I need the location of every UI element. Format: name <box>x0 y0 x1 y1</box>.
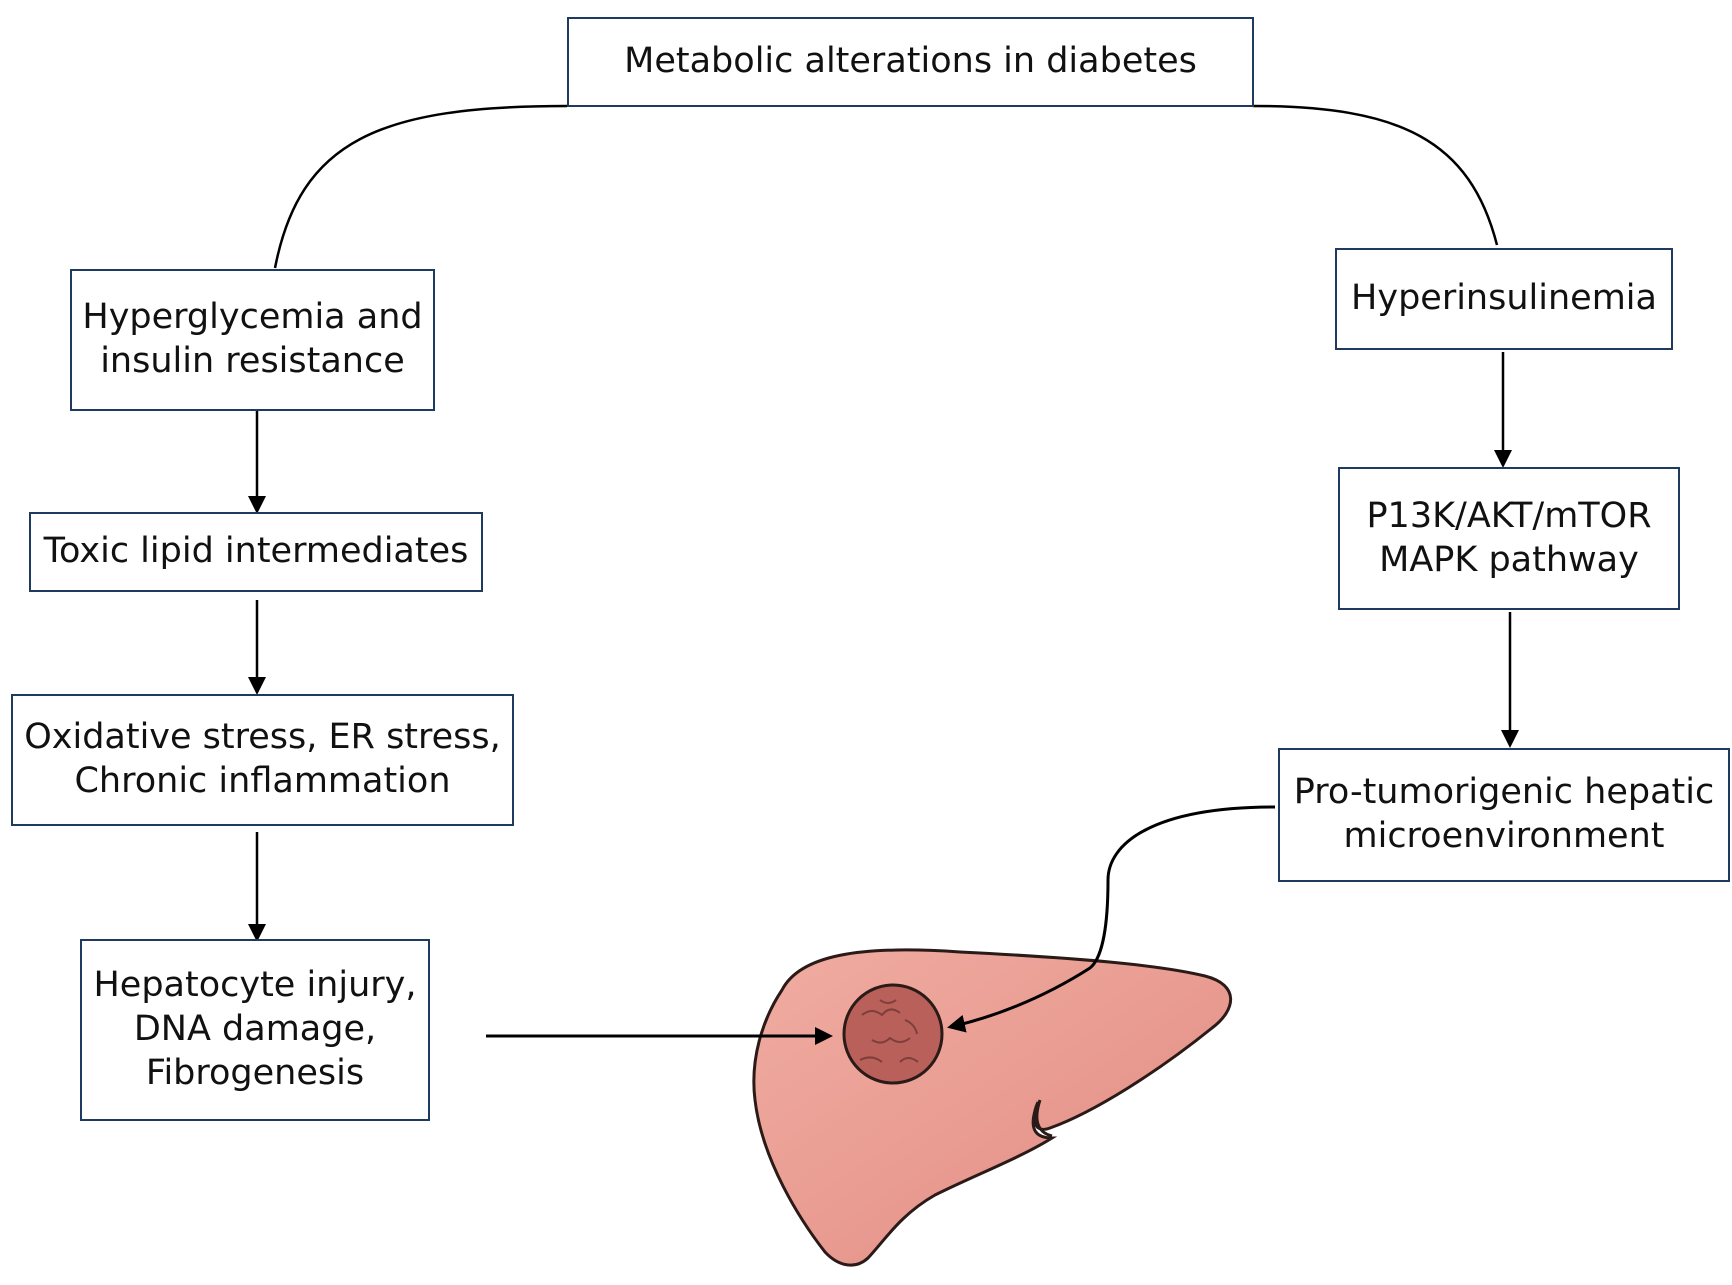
node-toxic-lipid: Toxic lipid intermediates <box>29 512 483 592</box>
node-metabolic-alterations: Metabolic alterations in diabetes <box>567 17 1254 107</box>
node-label: Pro-tumorigenic hepatic microenvironment <box>1293 772 1715 856</box>
node-label: Hepatocyte injury, DNA damage, Fibrogene… <box>93 965 417 1093</box>
node-hepatocyte-injury: Hepatocyte injury, DNA damage, Fibrogene… <box>80 939 430 1121</box>
node-pathway: P13K/AKT/mTOR MAPK pathway <box>1338 467 1680 610</box>
tumor-icon <box>842 983 944 1085</box>
node-label: P13K/AKT/mTOR MAPK pathway <box>1366 495 1652 580</box>
node-label: Hyperinsulinemia <box>1351 278 1657 319</box>
node-label: Oxidative stress, ER stress, Chronic inf… <box>24 717 501 801</box>
node-label: Toxic lipid intermediates <box>43 531 469 572</box>
connector-metabolic-hyperinsulinemia <box>1252 104 1499 246</box>
node-microenvironment: Pro-tumorigenic hepatic microenvironment <box>1278 748 1730 882</box>
connector-metabolic-hyperglycemia <box>273 104 568 269</box>
node-hyperglycemia: Hyperglycemia and insulin resistance <box>70 269 435 411</box>
node-label: Metabolic alterations in diabetes <box>624 41 1197 82</box>
liver-icon <box>752 948 1233 1267</box>
node-label: Hyperglycemia and insulin resistance <box>82 297 423 381</box>
arrow-microenvironment-to-tumor <box>947 805 1276 1033</box>
node-oxidative-stress: Oxidative stress, ER stress, Chronic inf… <box>11 694 514 826</box>
node-hyperinsulinemia: Hyperinsulinemia <box>1335 248 1673 350</box>
